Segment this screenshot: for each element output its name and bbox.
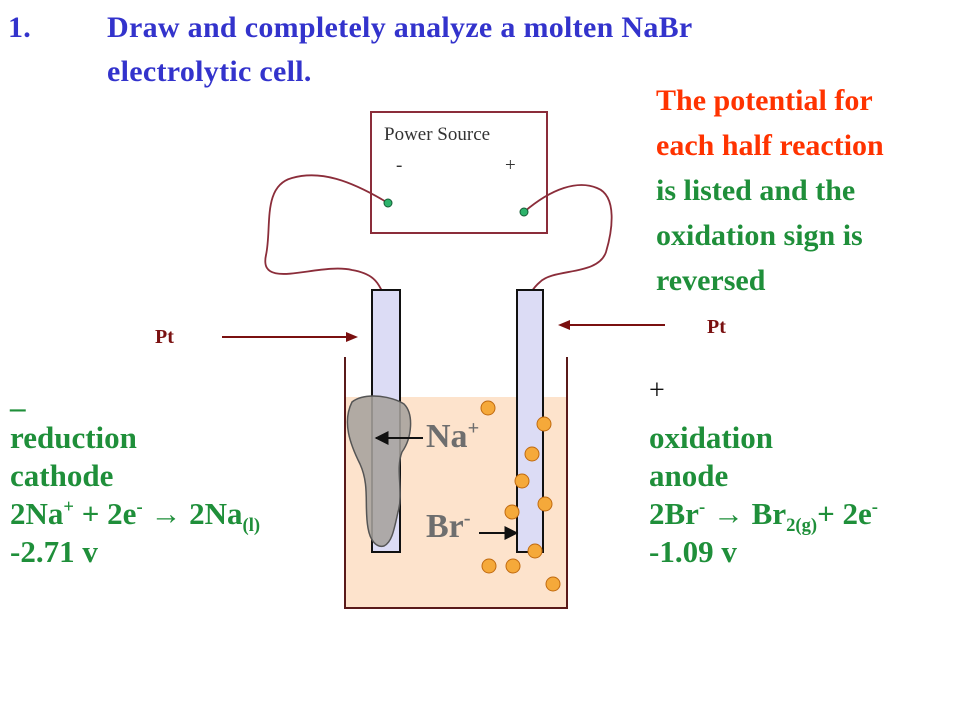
right-pt-label: Pt (707, 316, 726, 338)
bromine-bubble (514, 473, 530, 489)
positive-terminal (519, 207, 529, 217)
bromine-bubble (505, 558, 521, 574)
beaker (344, 357, 568, 609)
bromine-bubble (504, 504, 520, 520)
question-number: 1. (8, 11, 32, 44)
anode-sign: + (649, 375, 665, 406)
bromine-bubble (545, 576, 561, 592)
bromine-bubble (480, 400, 496, 416)
bromine-bubble (536, 416, 552, 432)
left-pt-arrowhead (346, 332, 358, 342)
anode-equation: 2Br- → Br2(g)+ 2e- (649, 496, 878, 537)
left-wire (264, 174, 389, 295)
anode-process: oxidation (649, 420, 774, 455)
question-line-2: electrolytic cell. (107, 55, 312, 88)
note-line: The potential for (656, 84, 873, 117)
cathode-sign: _ (10, 379, 26, 414)
question-line-1: Draw and completely analyze a molten NaB… (107, 11, 693, 44)
cathode-process: reduction (10, 420, 137, 455)
bromide-ion-label: Br- (426, 507, 471, 545)
cathode-equation: 2Na+ + 2e- → 2Na(l) (10, 496, 261, 537)
bromine-bubble (537, 496, 553, 512)
left-pt-label: Pt (155, 326, 174, 348)
anode-block: oxidation anode 2Br- → Br2(g)+ 2e- -1.09… (649, 419, 878, 571)
note-line: each half reaction (656, 129, 884, 162)
right-pt-arrowhead (558, 320, 570, 330)
cathode-potential: -2.71 v (10, 534, 98, 569)
potential-note: The potential for each half reaction is … (656, 78, 884, 303)
positive-sign: + (505, 155, 516, 176)
bromine-bubble (524, 446, 540, 462)
negative-terminal (383, 198, 393, 208)
right-wire (523, 184, 613, 295)
bromine-bubble (481, 558, 497, 574)
anode-potential: -1.09 v (649, 534, 737, 569)
power-source-box (370, 111, 548, 234)
bromine-bubbles (480, 400, 561, 592)
sodium-ion-label: Na+ (426, 417, 480, 455)
cathode-block: reduction cathode 2Na+ + 2e- → 2Na(l) -2… (10, 419, 260, 571)
note-line: reversed (656, 264, 766, 297)
cathode-name: cathode (10, 458, 114, 493)
note-line: is listed and the (656, 174, 856, 207)
power-source-label: Power Source (384, 124, 491, 145)
sodium-deposit (346, 395, 412, 548)
negative-sign: - (396, 155, 403, 176)
note-line: oxidation sign is (656, 219, 863, 252)
bromine-bubble (527, 543, 543, 559)
anode-name: anode (649, 458, 729, 493)
